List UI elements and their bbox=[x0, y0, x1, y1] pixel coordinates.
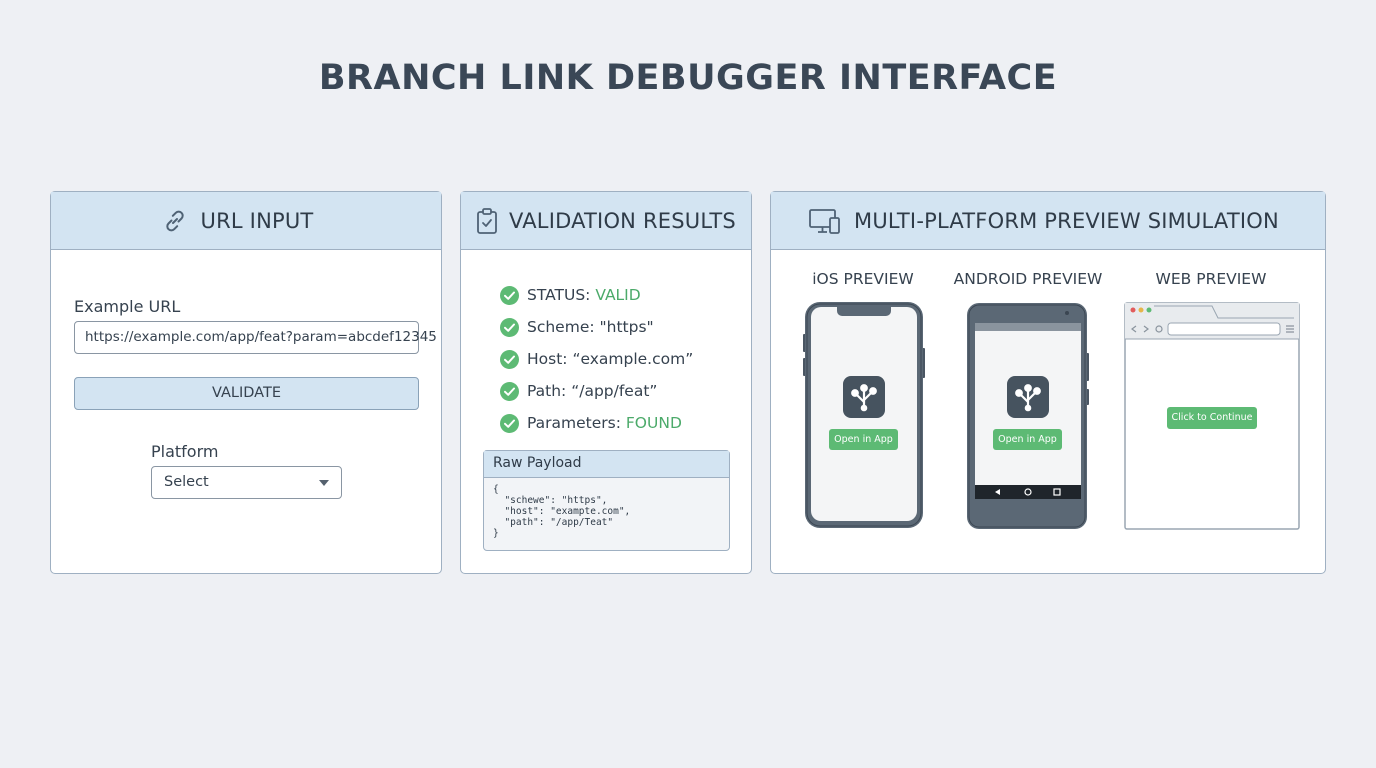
preview-title: MULTI-PLATFORM PREVIEW SIMULATION bbox=[854, 208, 1279, 233]
page-title: BRANCH LINK DEBUGGER INTERFACE bbox=[318, 58, 1058, 98]
check-circle-icon bbox=[500, 349, 519, 369]
clipboard-check-icon bbox=[477, 207, 497, 234]
validation-header: VALIDATION RESULTS bbox=[461, 192, 751, 250]
preview-header: MULTI-PLATFORM PREVIEW SIMULATION bbox=[771, 192, 1325, 250]
ios-preview-label: iOS PREVIEW bbox=[812, 270, 914, 288]
url-input-header: URL INPUT bbox=[51, 192, 441, 250]
web-click-to-continue-button[interactable]: Click to Continue bbox=[1167, 407, 1257, 429]
android-open-in-app-button[interactable]: Open in App bbox=[993, 429, 1062, 450]
path-row: Path: “/app/feat” bbox=[500, 375, 693, 407]
link-icon bbox=[165, 210, 184, 231]
ios-open-in-app-button[interactable]: Open in App bbox=[829, 429, 898, 450]
web-preview-label: WEB PREVIEW bbox=[1155, 270, 1267, 288]
app-logo-icon bbox=[843, 376, 885, 418]
status-key: STATUS: bbox=[527, 286, 591, 304]
preview-panel: MULTI-PLATFORM PREVIEW SIMULATION iOS PR… bbox=[770, 191, 1326, 574]
parameters-key: Parameters: bbox=[527, 414, 621, 432]
android-preview-label: ANDROID PREVIEW bbox=[953, 270, 1103, 288]
validate-button[interactable]: VALIDATE bbox=[74, 377, 419, 410]
path-text: Path: “/app/feat” bbox=[527, 382, 658, 400]
scheme-text: Scheme: "https" bbox=[527, 318, 654, 336]
raw-payload-box: Raw Payload { "schewe": "https", "host":… bbox=[483, 450, 730, 551]
raw-payload-code: { "schewe": "https", "host": "exampte.co… bbox=[493, 484, 631, 539]
chevron-down-icon bbox=[319, 480, 329, 486]
parameters-row: Parameters: FOUND bbox=[500, 407, 693, 439]
raw-payload-title: Raw Payload bbox=[484, 451, 729, 478]
url-input-value: https://example.com/app/feat?param=abcde… bbox=[85, 329, 437, 345]
check-circle-icon bbox=[500, 285, 519, 305]
check-circle-icon bbox=[500, 381, 519, 401]
status-row: STATUS: VALID bbox=[500, 279, 693, 311]
url-label: Example URL bbox=[74, 297, 181, 316]
check-circle-icon bbox=[500, 413, 519, 433]
check-circle-icon bbox=[500, 317, 519, 337]
url-input[interactable]: https://example.com/app/feat?param=abcde… bbox=[74, 321, 437, 354]
url-input-panel: URL INPUT Example URL https://example.co… bbox=[50, 191, 442, 574]
host-text: Host: “example.com” bbox=[527, 350, 694, 368]
validation-title: VALIDATION RESULTS bbox=[509, 208, 736, 233]
url-input-title: URL INPUT bbox=[200, 208, 314, 233]
app-logo-icon bbox=[1007, 376, 1049, 418]
devices-icon bbox=[809, 208, 840, 234]
host-row: Host: “example.com” bbox=[500, 343, 693, 375]
parameters-value: FOUND bbox=[625, 414, 682, 432]
platform-label: Platform bbox=[151, 442, 219, 461]
platform-select-value: Select bbox=[164, 474, 209, 490]
validation-checklist: STATUS: VALID Scheme: "https" Host: “exa… bbox=[500, 279, 693, 439]
scheme-row: Scheme: "https" bbox=[500, 311, 693, 343]
platform-select[interactable]: Select bbox=[151, 466, 342, 499]
status-value: VALID bbox=[595, 286, 641, 304]
validation-panel: VALIDATION RESULTS STATUS: VALID Scheme:… bbox=[460, 191, 752, 574]
